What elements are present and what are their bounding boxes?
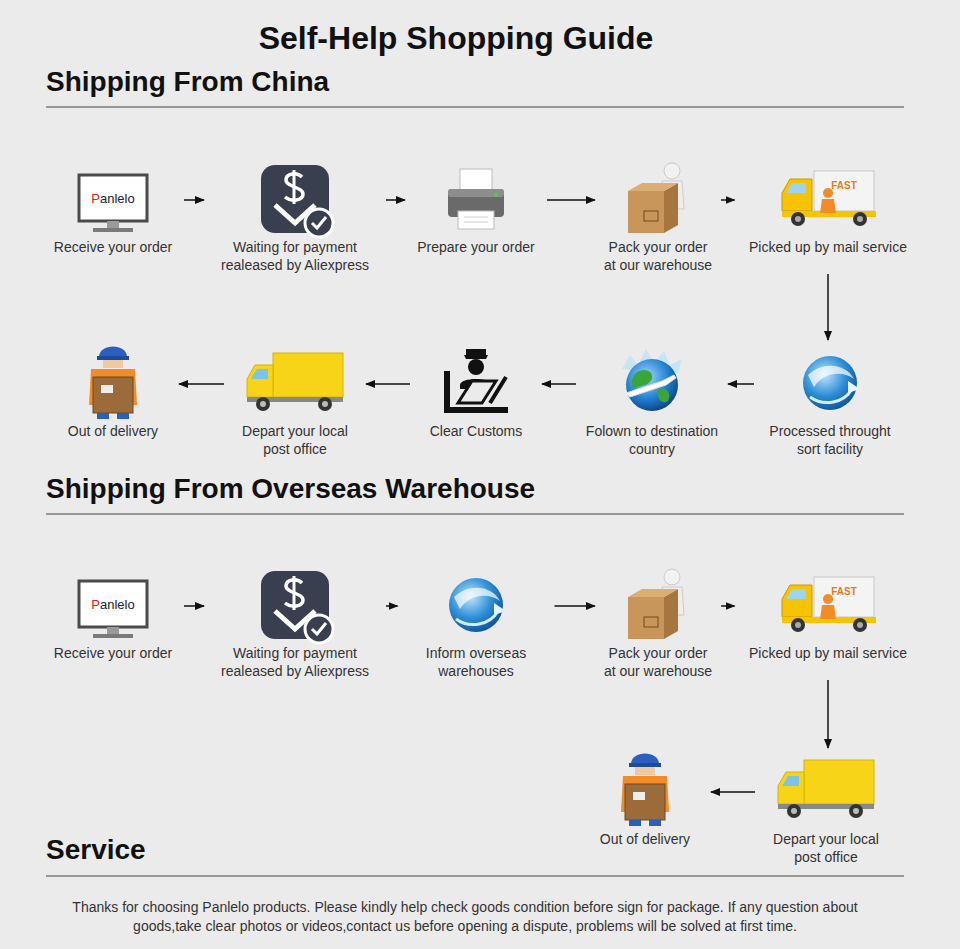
section-heading: Shipping From China — [46, 66, 329, 98]
step-caption: Waiting for payment realeased by Aliexpr… — [210, 238, 380, 274]
courier-icon — [621, 754, 669, 827]
service-note: Thanks for choosing Panlelo products. Pl… — [60, 898, 870, 936]
process-step: Pack your order at our warehouse — [601, 566, 715, 680]
section-rule — [46, 876, 904, 877]
process-step: Depart your local post office — [230, 344, 360, 458]
flow-arrow — [728, 383, 754, 385]
printer-icon — [448, 169, 504, 229]
globe-icon — [449, 578, 506, 632]
process-step: Picked up by mail service — [741, 160, 916, 256]
step-caption: Processed throught sort facility — [760, 422, 900, 458]
step-caption: Receive your order — [48, 238, 178, 256]
process-step: Folown to destination country — [582, 344, 722, 458]
fasttruck-icon — [782, 171, 876, 226]
process-step: Waiting for payment realeased by Aliexpr… — [210, 160, 380, 274]
pay-icon — [261, 571, 333, 643]
process-step: Receive your order — [48, 160, 178, 256]
flow-arrow — [711, 791, 755, 793]
step-caption: Prepare your order — [411, 238, 541, 256]
brand-logo: Panlelo — [91, 191, 134, 206]
step-caption: Clear Customs — [416, 422, 536, 440]
truck-icon — [247, 353, 343, 411]
section-rule — [46, 514, 904, 515]
process-step: Receive your order — [48, 566, 178, 662]
truck-badge: FAST — [831, 586, 857, 597]
step-caption: Pack your order at our warehouse — [601, 644, 715, 680]
fasttruck-icon — [782, 577, 876, 632]
step-caption: Out of delivery — [585, 830, 705, 848]
process-step: Out of delivery — [585, 752, 705, 848]
process-step: Depart your local post office — [761, 752, 891, 866]
process-step: Processed throught sort facility — [760, 344, 900, 458]
section-heading: Service — [46, 834, 146, 866]
step-caption: Out of delivery — [53, 422, 173, 440]
monitor-icon — [79, 581, 147, 638]
step-caption: Waiting for payment realeased by Aliexpr… — [210, 644, 380, 680]
flow-arrow — [184, 199, 204, 201]
flow-arrow — [721, 199, 734, 201]
step-caption: Pack your order at our warehouse — [601, 238, 715, 274]
flow-arrow — [721, 605, 734, 607]
pay-icon — [261, 165, 333, 237]
section-heading: Shipping From Overseas Warehouse — [46, 473, 535, 505]
box-icon — [628, 163, 684, 233]
process-step: Waiting for payment realeased by Aliexpr… — [210, 566, 380, 680]
step-caption: Picked up by mail service — [741, 644, 916, 662]
step-caption: Depart your local post office — [761, 830, 891, 866]
truck-badge: FAST — [831, 180, 857, 191]
flow-arrow — [555, 605, 595, 607]
flow-arrow — [827, 274, 829, 340]
process-step: Picked up by mail service — [741, 566, 916, 662]
box-icon — [628, 569, 684, 639]
customs-icon — [444, 349, 508, 413]
diagram-title: Self-Help Shopping Guide — [156, 20, 756, 57]
step-caption: Receive your order — [48, 644, 178, 662]
flow-arrow — [827, 680, 829, 748]
planeglobe-icon — [622, 349, 682, 411]
process-step: Inform overseas warehouses — [404, 566, 549, 680]
globe-icon — [803, 356, 860, 410]
process-step: Prepare your order — [411, 160, 541, 256]
courier-icon — [89, 347, 137, 420]
process-step: Pack your order at our warehouse — [601, 160, 715, 274]
process-step: Out of delivery — [53, 344, 173, 440]
flow-arrow — [366, 383, 410, 385]
truck-icon — [778, 760, 874, 818]
flow-arrow — [386, 605, 398, 607]
step-caption: Depart your local post office — [230, 422, 360, 458]
step-caption: Picked up by mail service — [741, 238, 916, 256]
section-rule — [46, 107, 904, 108]
process-step: Clear Customs — [416, 344, 536, 440]
flow-arrow — [184, 605, 204, 607]
monitor-icon — [79, 175, 147, 232]
step-caption: Inform overseas warehouses — [404, 644, 549, 680]
brand-logo: Panlelo — [91, 597, 134, 612]
step-caption: Folown to destination country — [582, 422, 722, 458]
flow-arrow — [547, 199, 595, 201]
flow-arrow — [179, 383, 224, 385]
flow-arrow — [542, 383, 576, 385]
flow-arrow — [386, 199, 405, 201]
